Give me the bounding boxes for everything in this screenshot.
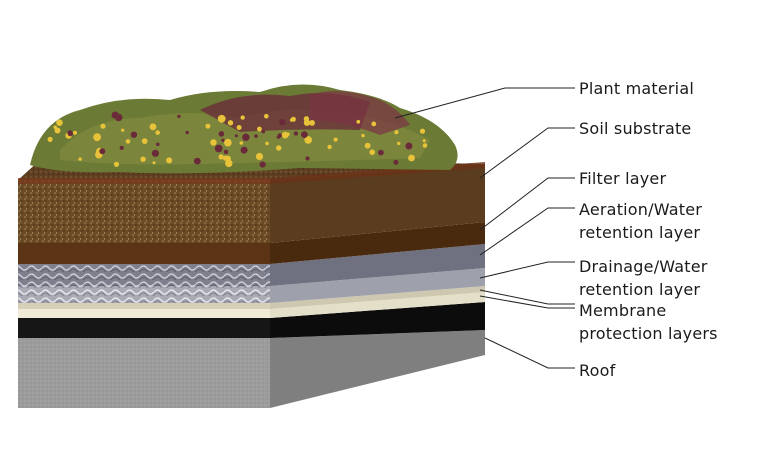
flower-dot — [393, 159, 399, 165]
flower-dot — [242, 133, 250, 141]
flower-dot — [264, 113, 269, 119]
label-filter-layer: Filter layer — [579, 169, 667, 188]
flower-dot — [276, 145, 282, 151]
flower-dot — [72, 130, 78, 135]
label-membrane-line2: protection layers — [579, 324, 718, 343]
flower-dot — [303, 119, 311, 126]
flower-dot — [301, 131, 308, 139]
flower-dot — [405, 142, 413, 150]
flower-dot — [378, 149, 384, 156]
flowers — [47, 111, 428, 168]
flower-dot — [259, 161, 266, 168]
flower-dot — [222, 155, 229, 161]
flower-dot — [276, 135, 281, 139]
flower-dot — [177, 114, 181, 119]
flower-dot — [304, 136, 313, 144]
flower-dot — [333, 137, 338, 142]
flower-dot — [67, 130, 73, 136]
flower-dot — [356, 119, 361, 124]
label-aeration-line1: Aeration/Water — [579, 200, 703, 219]
flower-dot — [214, 144, 223, 153]
flower-dot — [371, 121, 377, 127]
flower-dot — [155, 130, 160, 135]
flower-dot — [151, 149, 159, 157]
flower-dot — [422, 139, 426, 143]
flower-dot — [166, 157, 173, 164]
flower-dot — [286, 132, 290, 136]
flower-dot — [364, 142, 371, 149]
roof-layer — [18, 330, 485, 408]
flower-dot — [309, 120, 315, 126]
flower-dot — [121, 128, 125, 132]
flower-dot — [240, 115, 245, 120]
flower-dot — [218, 131, 225, 137]
flower-dot — [130, 131, 138, 138]
flower-dot — [119, 145, 124, 150]
flower-dot — [152, 161, 156, 165]
flower-dot — [140, 156, 146, 162]
label-drainage-line2: retention layer — [579, 280, 701, 299]
flower-dot — [255, 152, 264, 161]
flower-dot — [240, 146, 248, 154]
flower-dot — [78, 157, 82, 161]
membrane-layers — [18, 286, 485, 338]
flower-dot — [293, 131, 299, 136]
label-drainage-line1: Drainage/Water — [579, 257, 708, 276]
flower-dot — [361, 133, 365, 138]
flower-dot — [149, 123, 157, 131]
flower-dot — [257, 126, 262, 132]
flower-dot — [221, 138, 225, 142]
flower-dot — [185, 130, 189, 135]
flower-dot — [419, 128, 426, 134]
flower-dot — [289, 118, 294, 122]
flower-dot — [239, 141, 244, 145]
flower-dot — [111, 111, 119, 119]
flower-dot — [261, 129, 266, 134]
leader-lines — [394, 87, 575, 369]
flower-dot — [205, 123, 211, 129]
flower-dot — [156, 142, 160, 147]
flower-dot — [279, 119, 286, 126]
flower-dot — [265, 141, 269, 146]
flower-dot — [223, 149, 229, 155]
flower-dot — [397, 141, 401, 146]
flower-dot — [47, 136, 53, 142]
flower-dot — [218, 154, 224, 160]
flower-dot — [254, 134, 258, 138]
drainage-layer — [18, 268, 485, 303]
flower-dot — [225, 159, 233, 168]
flower-dot — [210, 139, 217, 146]
flower-dot — [53, 125, 57, 130]
flower-dot — [99, 148, 106, 155]
flower-dot — [93, 133, 101, 142]
flower-dot — [327, 144, 332, 150]
flower-dot — [100, 123, 106, 129]
flower-dot — [56, 119, 63, 126]
flower-dot — [305, 156, 310, 161]
label-soil-substrate: Soil substrate — [579, 119, 692, 138]
flower-dot — [54, 127, 61, 134]
flower-dot — [125, 139, 131, 144]
flower-dot — [141, 138, 148, 145]
aeration-layer — [18, 244, 485, 286]
label-aeration-line2: retention layer — [579, 223, 701, 242]
flower-dot — [224, 138, 232, 147]
vegetation — [30, 84, 458, 174]
flower-dot — [408, 154, 415, 162]
label-roof: Roof — [579, 361, 616, 380]
flower-dot — [369, 149, 376, 155]
filter-layer — [18, 222, 485, 264]
flower-dot — [422, 143, 428, 148]
flower-dot — [234, 134, 238, 138]
flower-dot — [217, 114, 226, 123]
flower-dot — [394, 130, 399, 135]
flower-dot — [113, 161, 120, 167]
flower-dot — [193, 157, 201, 165]
flower-dot — [236, 125, 242, 130]
label-plant-material: Plant material — [579, 79, 694, 98]
flower-dot — [227, 120, 234, 126]
label-membrane-line1: Membrane — [579, 301, 667, 320]
